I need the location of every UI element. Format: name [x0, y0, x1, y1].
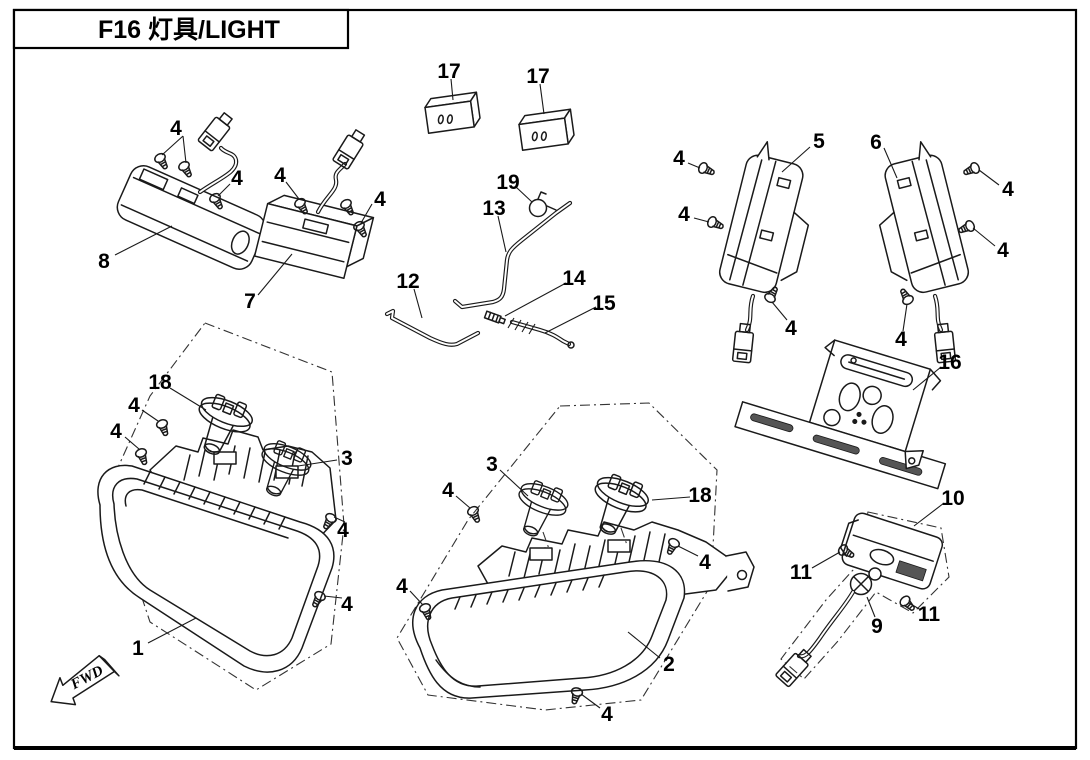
callout-4: 4: [699, 551, 711, 574]
callout-4: 4: [170, 117, 182, 140]
callout-18: 18: [148, 371, 172, 394]
callout-6: 6: [870, 131, 882, 154]
callout-11: 11: [918, 603, 941, 626]
callout-4: 4: [442, 479, 454, 502]
callout-4: 4: [274, 164, 286, 187]
callout-10: 10: [941, 487, 964, 510]
callout-4: 4: [678, 203, 690, 226]
callout-9: 9: [871, 615, 883, 638]
callout-3: 3: [486, 453, 498, 476]
part-17-reflector-left: [424, 91, 481, 134]
callout-14: 14: [562, 267, 586, 290]
part-16-plate-bracket: [734, 339, 947, 490]
callout-4: 4: [601, 703, 613, 726]
part-2-headlight-right: [396, 402, 755, 711]
callout-1: 1: [132, 637, 144, 660]
callout-7: 7: [244, 290, 256, 313]
part-5-taillight: [696, 138, 825, 363]
callout-4: 4: [785, 317, 797, 340]
callout-13: 13: [482, 197, 505, 220]
callout-4: 4: [374, 188, 386, 211]
callout-4: 4: [128, 394, 140, 417]
page-title: F16 灯具/LIGHT: [98, 16, 280, 44]
callout-4: 4: [341, 593, 353, 616]
callout-12: 12: [396, 270, 419, 293]
part-19-clamp: [528, 191, 557, 218]
callout-19: 19: [496, 171, 519, 194]
callout-4: 4: [673, 147, 685, 170]
part-9-bulb-socket: [849, 567, 882, 596]
callout-4: 4: [997, 239, 1009, 262]
leader-lines: [114, 78, 1000, 709]
callout-4: 4: [1002, 178, 1014, 201]
callout-18: 18: [688, 484, 712, 507]
part-14-pin: [483, 310, 506, 325]
title-box: [12, 8, 350, 50]
part-1-headlight-left: [97, 322, 345, 691]
part-12-rod: [384, 308, 481, 347]
callout-11: 11: [790, 561, 813, 584]
part-10-plate-light: [774, 511, 950, 688]
part-7-position-light: [253, 126, 375, 280]
callout-8: 8: [98, 250, 110, 273]
callout-4: 4: [396, 575, 408, 598]
callout-4: 4: [895, 328, 907, 351]
callouts: 4 4 8 4 4 7 17 17 19 13 12 14 15 5 4 4 4…: [98, 60, 1014, 726]
part-6-taillight: [862, 138, 982, 363]
callout-5: 5: [813, 130, 825, 153]
callout-4: 4: [231, 167, 243, 190]
callout-4: 4: [110, 420, 122, 443]
part-17-reflector-right: [518, 108, 575, 151]
callout-2: 2: [663, 653, 675, 676]
part-13-rod: [452, 200, 573, 310]
callout-4: 4: [337, 519, 349, 542]
callout-3: 3: [341, 447, 353, 470]
callout-17: 17: [437, 60, 460, 83]
callout-17: 17: [526, 65, 549, 88]
part-8-position-light: [116, 109, 267, 270]
callout-16: 16: [938, 351, 961, 374]
part-15-rod: [507, 317, 575, 349]
fwd-arrow: FWD: [50, 654, 120, 706]
callout-15: 15: [592, 292, 616, 315]
